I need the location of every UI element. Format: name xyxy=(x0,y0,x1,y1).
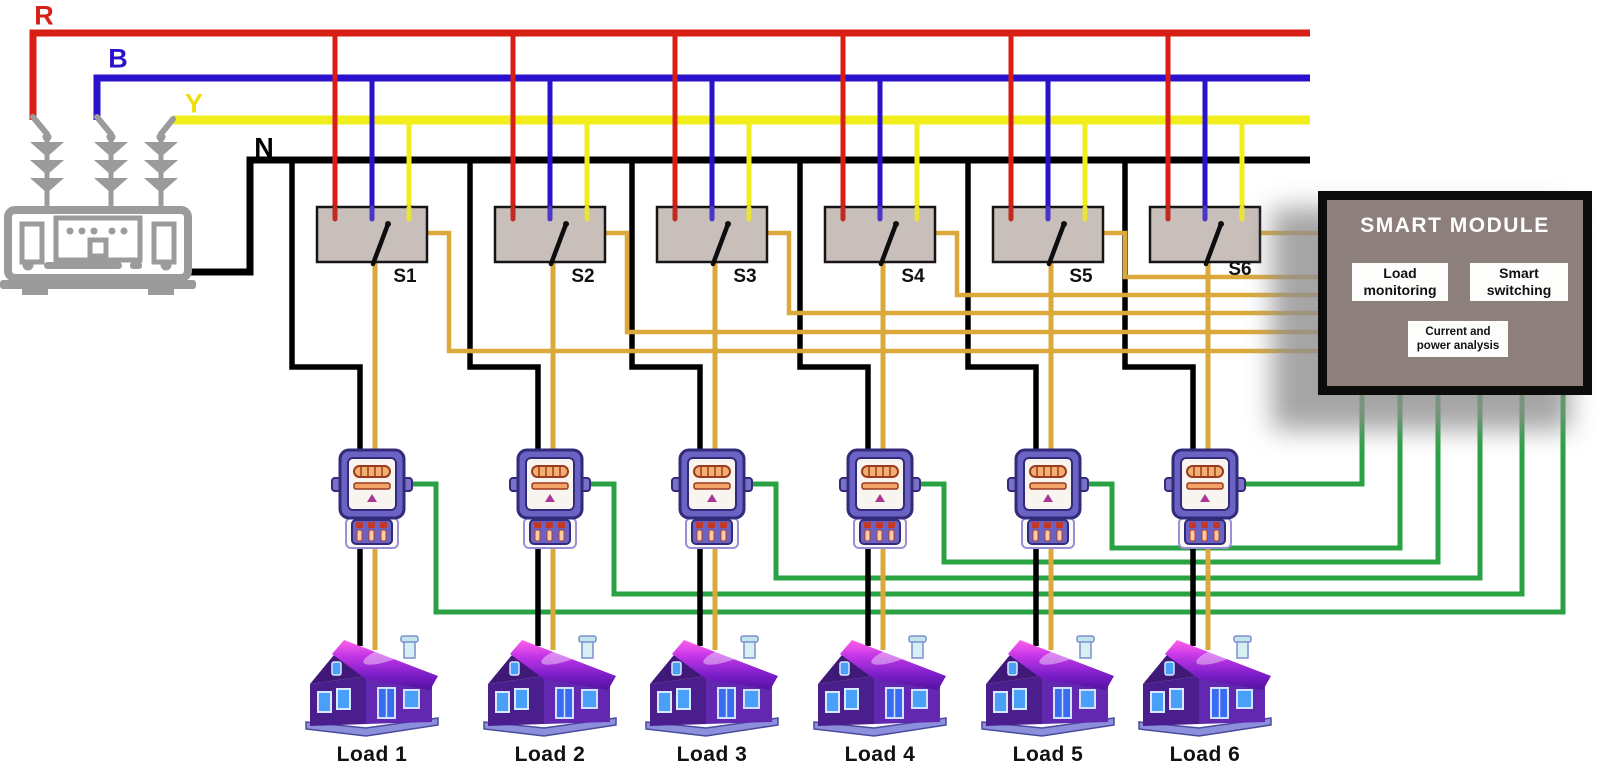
meter-signal-wires xyxy=(412,392,1566,615)
bus-drop-wires xyxy=(332,30,1245,222)
energy-meter-icon xyxy=(670,448,754,550)
bus-label-y: Y xyxy=(184,88,204,119)
load-label-2: Load 2 xyxy=(514,743,586,766)
house-icon xyxy=(305,635,439,737)
house-icon xyxy=(483,635,617,737)
house-icon xyxy=(645,635,779,737)
module-function-load-monitoring: Load monitoring xyxy=(1352,263,1448,301)
green-wire-load-2 xyxy=(590,392,1525,597)
bus-label-r: R xyxy=(34,0,54,31)
energy-meter-icon xyxy=(1163,448,1247,550)
module-function-line: Current and xyxy=(1425,326,1491,338)
load-label-6: Load 6 xyxy=(1169,743,1241,766)
green-wire-load-1 xyxy=(412,392,1566,615)
energy-meter-icon xyxy=(508,448,592,550)
energy-meter-icon xyxy=(838,448,922,550)
green-wire-load-4 xyxy=(920,392,1441,565)
energy-meter-icon xyxy=(330,448,414,550)
energy-meter-icon xyxy=(1006,448,1090,550)
bus-label-b: B xyxy=(108,43,128,74)
bus-bars xyxy=(29,29,1310,276)
neutral-bus xyxy=(188,156,1310,276)
house-icon xyxy=(1138,635,1272,737)
switch-label-s5: S5 xyxy=(1069,266,1093,287)
control-wire-s1 xyxy=(427,230,1323,354)
energy-meters xyxy=(330,448,1247,550)
smart-module-panel: SMART MODULE Load monitoring Smart switc… xyxy=(1318,191,1592,395)
phase-r-bus xyxy=(29,29,1310,120)
module-function-current-power-analysis: Current and power analysis xyxy=(1408,321,1508,357)
module-function-line: Load xyxy=(1383,265,1417,281)
module-function-line: power analysis xyxy=(1416,340,1500,352)
load-houses xyxy=(305,635,1272,737)
load-label-4: Load 4 xyxy=(844,743,916,766)
smart-module-title: SMART MODULE xyxy=(1360,214,1550,237)
load-label-1: Load 1 xyxy=(336,743,408,766)
switch-terminals xyxy=(332,205,1245,222)
load-label-3: Load 3 xyxy=(676,743,748,766)
switch-label-s6: S6 xyxy=(1228,259,1252,280)
transformer-icon xyxy=(0,114,196,295)
house-icon xyxy=(813,635,947,737)
module-function-line: switching xyxy=(1486,282,1552,298)
switch-label-s1: S1 xyxy=(393,266,417,287)
switch-label-s2: S2 xyxy=(571,266,595,287)
control-wire-s3 xyxy=(767,230,1323,316)
house-icon xyxy=(981,635,1115,737)
switch-label-s4: S4 xyxy=(901,266,925,287)
bus-label-n: N xyxy=(254,132,274,163)
module-function-smart-switching: Smart switching xyxy=(1470,263,1568,301)
phase-b-bus xyxy=(93,74,1310,120)
control-wire-s5 xyxy=(1103,230,1323,280)
control-wire-s4 xyxy=(935,230,1323,298)
control-wire-s2 xyxy=(605,230,1323,335)
module-function-line: Smart xyxy=(1499,265,1539,281)
load-label-5: Load 5 xyxy=(1012,743,1084,766)
module-function-line: monitoring xyxy=(1363,282,1437,298)
switch-label-s3: S3 xyxy=(733,266,757,287)
green-wire-load-3 xyxy=(752,392,1483,581)
switch-control-wires xyxy=(427,230,1323,354)
green-wire-load-5 xyxy=(1088,392,1403,551)
